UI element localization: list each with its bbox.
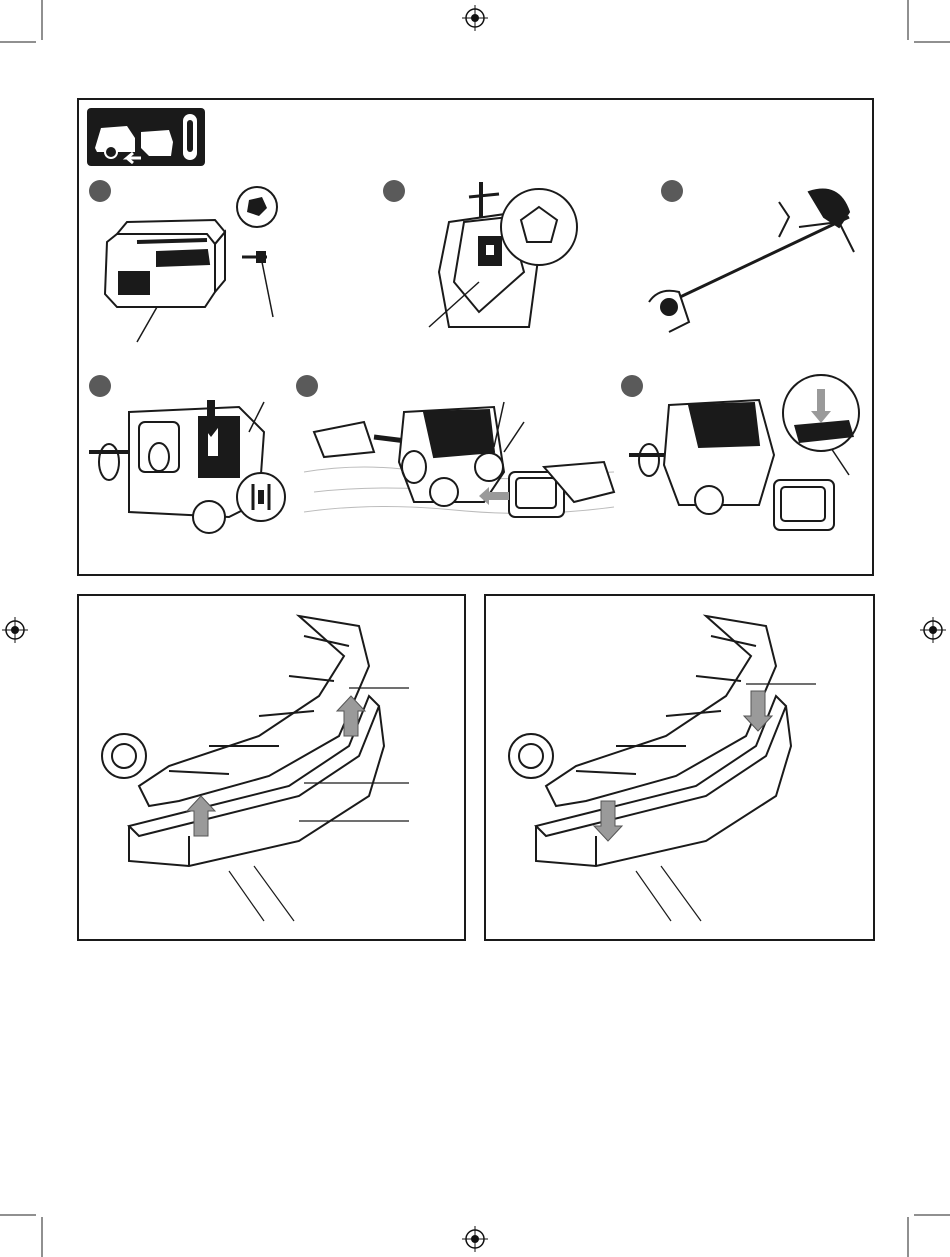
guard-installation-panel (484, 594, 875, 941)
engine-warm-up-thermometer-icon (87, 108, 205, 166)
guard-extension-removal-illustration (79, 596, 468, 943)
engine-start-battery-illustration (304, 392, 614, 562)
register-mark-top (462, 5, 488, 31)
top-instruction-panel (77, 98, 874, 576)
register-mark-left (2, 617, 28, 643)
register-mark-right (920, 617, 946, 643)
register-mark-bottom (462, 1226, 488, 1252)
engine-top-hex-illustration (409, 182, 629, 342)
guard-extension-installation-illustration (486, 596, 877, 943)
engine-side-adapter-illustration (89, 392, 289, 552)
battery-attached-illustration (629, 375, 869, 545)
brush-cutter-overview-illustration (639, 182, 879, 342)
step-badge-2 (383, 180, 405, 202)
guard-removal-panel (77, 594, 466, 941)
battery-pack-illustration (97, 182, 297, 342)
